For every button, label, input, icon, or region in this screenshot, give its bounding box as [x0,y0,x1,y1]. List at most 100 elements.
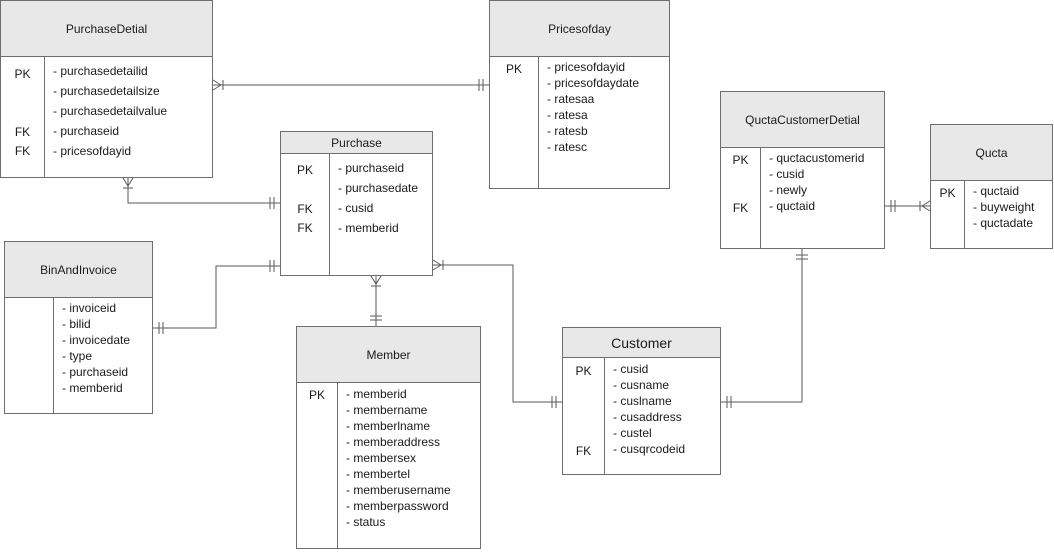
key-column: PK [931,181,965,248]
relationship-line [433,264,562,403]
attribute-column: - purchaseid - purchasedate - cusid - me… [330,154,432,275]
entity-title: Pricesofday [548,21,611,36]
fk-label: FK [732,201,749,215]
attribute: - invoicedate [62,333,131,347]
attribute: - quctacustomerid [769,151,865,165]
pk-label: PK [308,388,325,402]
cardinality-many-mark [375,275,382,285]
key-column: PK FK [721,148,761,248]
attribute: - quctaid [769,199,816,213]
entity-title: BinAndInvoice [40,262,117,277]
attribute: - pricesofdayid [547,60,626,74]
attribute: - purchasedetailid [53,64,148,78]
entity-title: PurchaseDetial [65,21,148,36]
relationship-line [127,178,280,204]
fk-label: FK [297,202,313,216]
attribute: - purchasedetailsize [53,84,160,98]
entity-title: Qucta [975,145,1008,160]
attribute: - custel [613,426,652,440]
attribute: - purchaseid [53,124,120,138]
entity-title: QuctaCustomerDetial [745,112,860,127]
key-column: PK FK FK [281,154,330,275]
cardinality-many-mark [212,79,222,86]
attribute: - purchaseid [338,161,405,175]
attribute: - memberid [338,221,399,235]
pk-label: PK [732,153,749,167]
fk-label: FK [297,221,313,235]
pk-label: PK [575,364,592,378]
attribute: - memberusername [346,483,451,497]
cardinality-many-mark [212,84,222,91]
attribute: - cuslname [613,394,672,408]
attribute-column: - pricesofdayid - pricesofdaydate - rate… [539,57,669,188]
cardinality-many-mark [921,205,931,212]
pk-label: PK [939,186,956,200]
cardinality-many-mark [921,200,931,207]
attribute: - buyweight [973,200,1035,214]
entity-qucta-customer-detial[interactable]: QuctaCustomerDetial PK FK - quctacustome… [720,91,885,249]
relationship-line [153,265,280,329]
pk-label: PK [14,67,31,81]
attribute: - cusid [338,201,374,215]
entity-title: Purchase [331,135,382,150]
cardinality-many-mark [370,275,377,285]
attribute: - quctaid [973,184,1020,198]
attribute: - quctadate [973,216,1034,230]
attribute: - cusaddress [613,410,682,424]
cardinality-many-mark [127,177,134,187]
attribute: - status [346,515,386,529]
attribute: - newly [769,183,808,197]
entity-qucta[interactable]: Qucta PK - quctaid - buyweight - quctada… [930,124,1053,249]
attribute: - cusid [769,167,805,181]
entity-customer[interactable]: Customer PK FK - cusid - cusname - cusln… [562,327,721,475]
attribute: - memberaddress [346,435,441,449]
attribute-column: - purchasedetailid - purchasedetailsize … [45,57,212,177]
entity-pricesofday[interactable]: Pricesofday PK - pricesofdayid - priceso… [489,0,670,189]
key-column: PK FK FK [1,57,45,177]
attribute-column: - memberid - membername - memberlname - … [338,383,480,548]
pk-label: PK [296,163,313,177]
attribute: - cusid [613,362,649,376]
pk-label: PK [505,62,522,76]
attribute: - cusname [613,378,670,392]
attribute: - bilid [62,317,91,331]
entity-purchasedetial[interactable]: PurchaseDetial PK FK FK - purchasedetail… [0,0,213,178]
attribute: - membertel [346,467,411,481]
entity-binandinvoice[interactable]: BinAndInvoice - invoiceid - bilid - invo… [4,241,153,414]
attribute: - pricesofdaydate [547,76,640,90]
attribute: - ratesa [547,108,588,122]
attribute-column: - cusid - cusname - cuslname - cusaddres… [605,358,720,474]
attribute: - ratesb [547,124,588,138]
key-column: PK [297,383,338,548]
fk-label: FK [14,144,31,158]
attribute: - invoiceid [62,301,117,315]
entity-title: Customer [611,334,672,351]
attribute: - purchaseid [62,365,129,379]
attribute-column: - invoiceid - bilid - invoicedate - type… [54,298,152,413]
entity-title: Member [366,347,411,362]
relationship-line [721,249,803,403]
fk-label: FK [14,125,31,139]
attribute: - memberid [346,387,407,401]
cardinality-many-mark [432,259,442,266]
fk-label: FK [575,444,592,458]
attribute: - cusqrcodeid [613,442,686,456]
attribute: - pricesofdayid [53,144,132,158]
attribute: - purchasedate [338,181,419,195]
attribute: - memberpassword [346,499,449,513]
attribute: - ratesc [547,140,588,154]
attribute-column: - quctaid - buyweight - quctadate [965,181,1052,248]
attribute: - memberlname [346,419,431,433]
attribute: - type [62,349,93,363]
key-column: PK FK [563,358,605,474]
attribute: - ratesaa [547,92,595,106]
cardinality-many-mark [122,177,129,187]
key-column: PK [490,57,539,188]
entity-member[interactable]: Member PK - memberid - membername - memb… [296,326,481,549]
entity-purchase[interactable]: Purchase PK FK FK - purchaseid - purchas… [280,131,433,276]
attribute-column: - quctacustomerid - cusid - newly - quct… [761,148,884,248]
attribute: - membersex [346,451,417,465]
key-column [5,298,54,413]
attribute: - membername [346,403,428,417]
